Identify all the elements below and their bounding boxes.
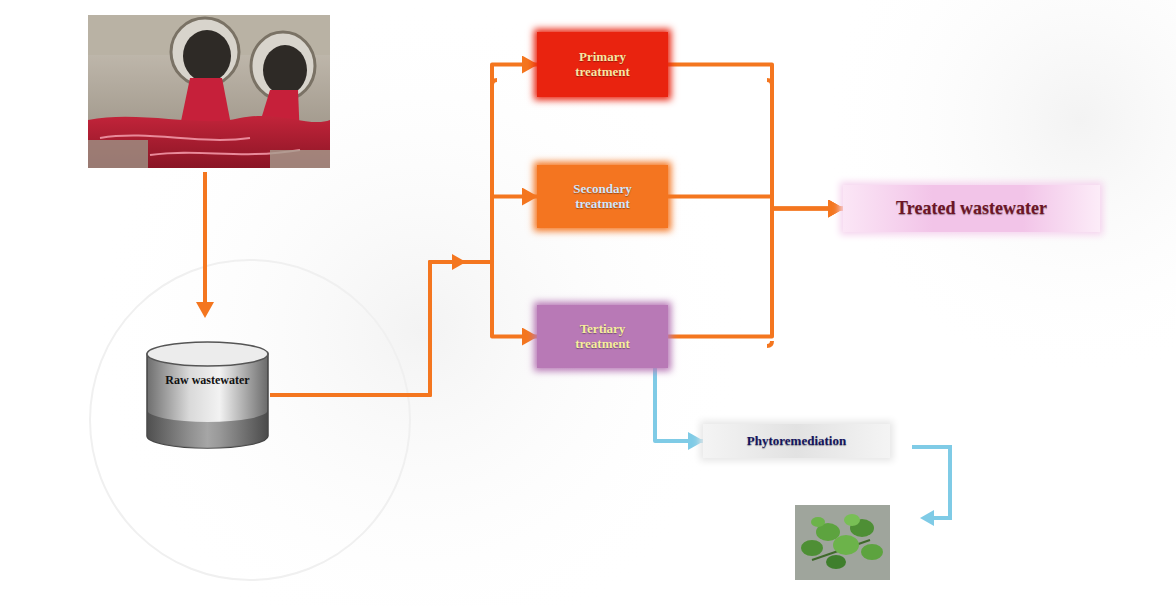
node-label: Tertiary treatment — [557, 322, 648, 352]
flow-connector — [668, 209, 843, 337]
node-label: Phytoremediation — [747, 434, 846, 449]
flow-connector — [270, 262, 537, 395]
output-box: Treated wastewater — [843, 185, 1100, 232]
flow-connector — [270, 197, 537, 396]
background-circle — [90, 0, 750, 606]
node-label: Secondary treatment — [557, 182, 648, 212]
outfall-photo — [88, 15, 330, 168]
flow-connector — [270, 65, 537, 396]
background-circle — [820, 0, 1176, 380]
process-box: Phytoremediation — [703, 424, 890, 458]
flow-connector — [655, 368, 703, 441]
node-label: Raw wastewater — [165, 374, 249, 388]
process-box: Secondary treatment — [537, 165, 668, 228]
flow-arrow — [196, 172, 214, 318]
storage-tank: Raw wastewater — [145, 340, 270, 450]
process-box: Primary treatment — [537, 32, 668, 97]
flow-connector — [668, 65, 843, 209]
background-ring — [90, 260, 410, 580]
tank-outline — [145, 340, 270, 450]
process-box: Tertiary treatment — [537, 305, 668, 368]
bracket-end — [767, 341, 772, 346]
plant-photo — [795, 505, 890, 580]
flow-arrow — [912, 447, 950, 526]
node-label: Primary treatment — [557, 50, 648, 80]
node-label: Treated wastewater — [896, 198, 1047, 219]
